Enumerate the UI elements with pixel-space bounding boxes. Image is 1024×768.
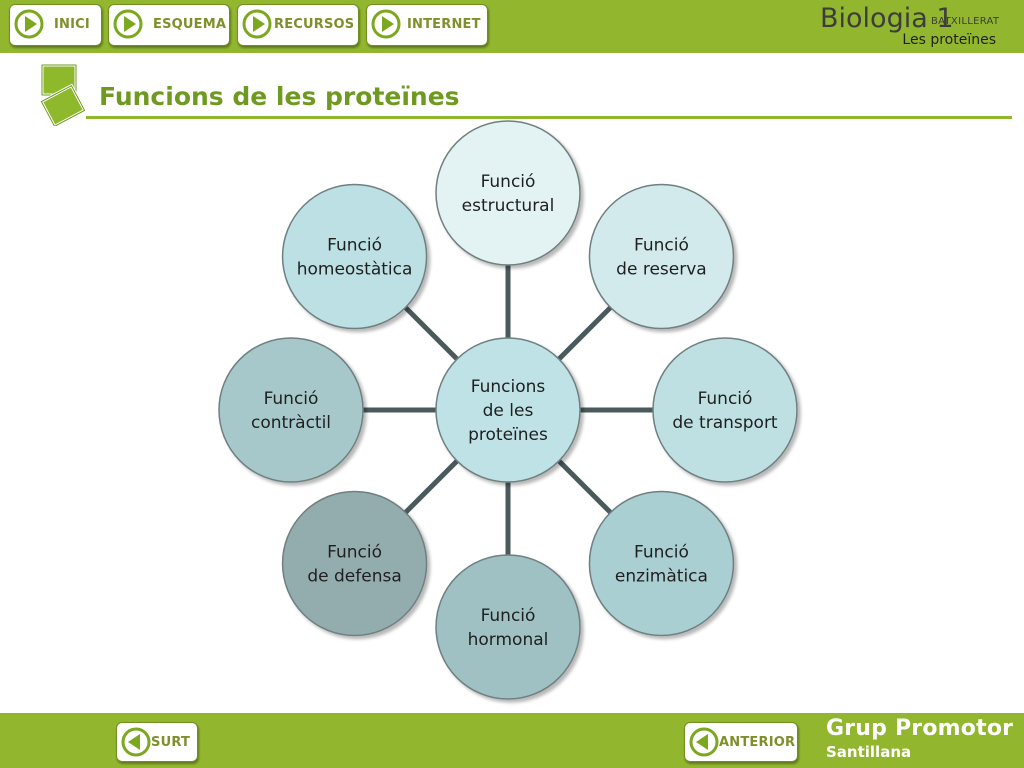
page-title: Funcions de les proteïnes — [99, 82, 460, 111]
publisher-subtitle: Santillana — [826, 743, 912, 761]
node-contractil-label: Funció — [264, 389, 319, 409]
center-node-label: de les — [483, 401, 534, 421]
esquema-button[interactable]: ESQUEMA — [108, 4, 230, 46]
node-hormonal-shape — [435, 554, 581, 700]
node-enzimatica: Funció enzimàtica — [588, 490, 735, 637]
node-homeostatica-label: Funció — [327, 236, 382, 256]
internet-label: INTERNET — [407, 17, 481, 32]
center-node-label: Funcions — [471, 377, 546, 397]
play-left-icon — [121, 727, 151, 757]
node-transport-shape — [652, 337, 798, 483]
node-contractil: Funció contràctil — [218, 337, 364, 483]
node-contractil-shape — [218, 337, 364, 483]
node-reserva: Funció de reserva — [588, 183, 735, 330]
node-defensa-shape — [281, 490, 428, 637]
node-estructural-label: estructural — [462, 196, 555, 216]
brand-title: Biologia 1 — [820, 3, 954, 34]
esquema-label: ESQUEMA — [153, 17, 227, 32]
node-hormonal: Funció hormonal — [435, 554, 581, 700]
node-hormonal-label: Funció — [481, 606, 536, 626]
node-homeostatica-label: homeostàtica — [297, 260, 413, 280]
node-homeostatica: Funció homeostàtica — [281, 183, 428, 330]
slide-logo-icon — [39, 63, 87, 126]
publisher-logo: Grup Promotor — [826, 716, 1014, 741]
node-estructural: Funció estructural — [435, 120, 581, 266]
recursos-label: RECURSOS — [274, 17, 355, 32]
node-estructural-shape — [435, 120, 581, 266]
play-right-icon — [371, 9, 401, 39]
center-node-shape — [435, 337, 581, 483]
node-transport-label: Funció — [698, 389, 753, 409]
node-defensa-label: de defensa — [307, 566, 401, 586]
node-defensa: Funció de defensa — [281, 490, 428, 637]
play-right-icon — [14, 9, 44, 39]
node-defensa-label: Funció — [327, 542, 382, 562]
anterior-label: ANTERIOR — [719, 735, 796, 750]
center-node: Funcions de les proteïnes — [435, 337, 581, 483]
internet-button[interactable]: INTERNET — [366, 4, 488, 46]
topic-label: Les proteïnes — [902, 32, 996, 48]
node-homeostatica-shape — [281, 183, 428, 330]
anterior-button[interactable]: ANTERIOR — [684, 722, 798, 762]
node-hormonal-label: hormonal — [468, 630, 549, 650]
brand-subtitle: BATXILLERAT — [931, 16, 1000, 27]
node-transport: Funció de transport — [652, 337, 798, 483]
play-right-icon — [113, 9, 143, 39]
play-left-icon — [689, 727, 719, 757]
surt-label: SURT — [151, 735, 191, 750]
node-enzimatica-label: enzimàtica — [615, 566, 708, 586]
node-estructural-label: Funció — [481, 172, 536, 192]
center-node-label: proteïnes — [468, 425, 548, 445]
play-right-icon — [242, 9, 272, 39]
recursos-button[interactable]: RECURSOS — [237, 4, 359, 46]
node-contractil-label: contràctil — [251, 413, 331, 433]
inici-label: INICI — [54, 17, 90, 32]
node-enzimatica-label: Funció — [634, 542, 689, 562]
node-enzimatica-shape — [588, 490, 735, 637]
node-transport-label: de transport — [672, 413, 778, 433]
title-divider — [86, 116, 1012, 119]
node-reserva-label: de reserva — [616, 260, 707, 280]
node-reserva-label: Funció — [634, 236, 689, 256]
inici-button[interactable]: INICI — [9, 4, 102, 46]
node-reserva-shape — [588, 183, 735, 330]
surt-button[interactable]: SURT — [116, 722, 198, 762]
